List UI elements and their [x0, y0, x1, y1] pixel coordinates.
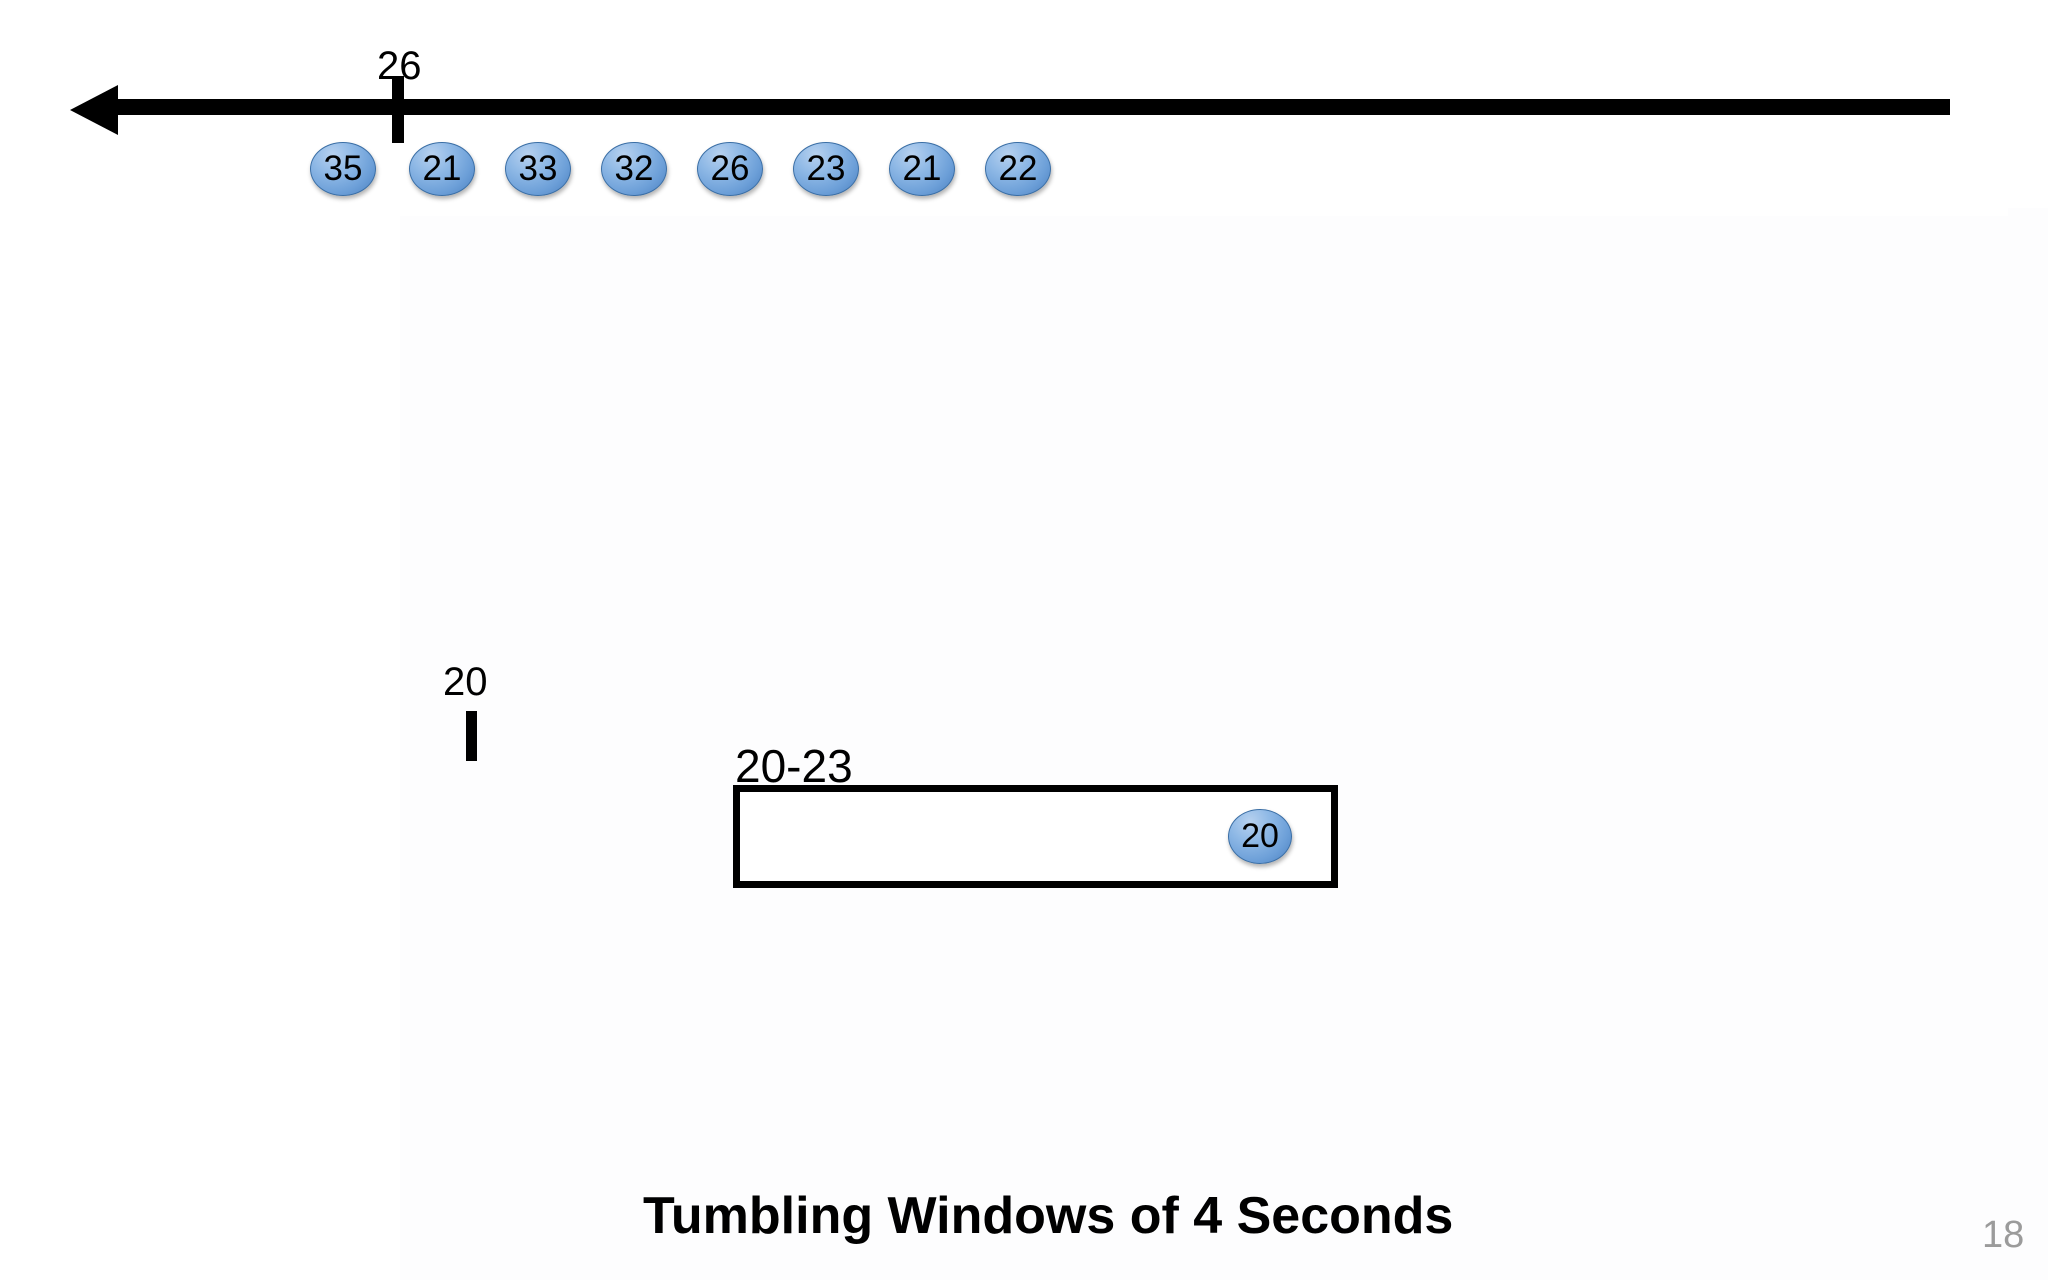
background-panel-bottom [400, 216, 2048, 1280]
stream-event-value: 35 [323, 148, 363, 188]
stream-event-bubble[interactable]: 21 [889, 142, 955, 196]
stream-event-bubble[interactable]: 23 [793, 142, 859, 196]
stream-event-value: 32 [614, 148, 654, 188]
stream-event-bubble[interactable]: 26 [697, 142, 763, 196]
window-range-label: 20-23 [735, 740, 853, 792]
timeline-tick-26 [392, 76, 404, 143]
background-panel-right [2008, 208, 2048, 1280]
stream-event-value: 21 [422, 148, 462, 188]
stream-event-bubble[interactable]: 33 [505, 142, 571, 196]
window-event-value: 20 [1241, 816, 1279, 855]
stream-event-value: 23 [806, 148, 846, 188]
stream-event-bubble[interactable]: 35 [310, 142, 376, 196]
timeline-tick-label-26: 26 [377, 44, 422, 88]
timeline-arrowhead-left [70, 85, 118, 135]
pending-tick-label-20: 20 [443, 660, 488, 704]
window-box[interactable]: 20 [733, 785, 1338, 888]
page-number: 18 [1982, 1214, 2025, 1256]
stream-event-value: 26 [710, 148, 750, 188]
stream-event-bubble[interactable]: 22 [985, 142, 1051, 196]
stream-event-bubble[interactable]: 21 [409, 142, 475, 196]
pending-tick-mark [466, 711, 477, 761]
slide-caption: Tumbling Windows of 4 Seconds [643, 1187, 1454, 1245]
window-event-bubble[interactable]: 20 [1228, 809, 1292, 864]
timeline-axis-line [115, 99, 1950, 115]
stream-event-value: 33 [518, 148, 558, 188]
stream-event-value: 22 [998, 148, 1038, 188]
stream-event-value: 21 [902, 148, 942, 188]
stream-event-bubble[interactable]: 32 [601, 142, 667, 196]
